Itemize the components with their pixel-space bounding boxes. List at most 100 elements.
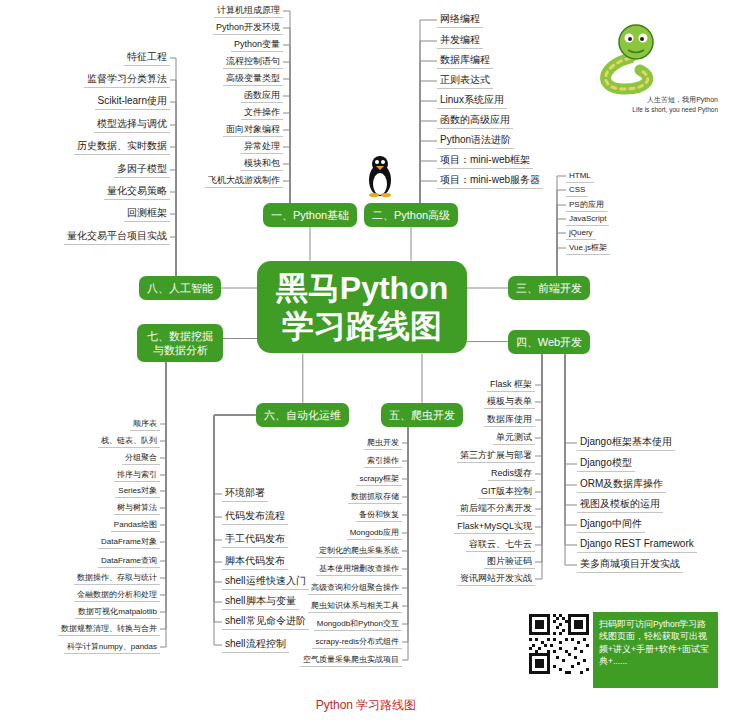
topic-leaf: 特征工程 [124,50,170,66]
node-text: 扫码即可访问Python学习路线图页面，轻松获取可出视频+讲义+手册+软件+面试… [599,618,712,667]
topic-leaf: 备份和恢复 [356,509,402,522]
node-text: shell常见命令进阶 [225,615,306,628]
topic-leaf: 监督学习分类算法 [84,72,170,88]
topic-leaf: 第三方扩展与部署 [457,449,535,463]
topic-leaf: 数据操作、存取与统计 [74,572,160,585]
topic-leaf: Django REST Framework [577,537,697,553]
topic-leaf: Django框架基本使用 [577,435,675,451]
node-text: HTML [569,171,591,181]
topic-leaf: 排序与索引 [114,469,160,482]
topic-leaf: 定制化的爬虫采集系统 [316,545,402,558]
qr-code [527,612,591,676]
connector [160,362,166,612]
connector [170,170,176,276]
connector [422,353,423,402]
connector [283,11,290,203]
connector [535,354,542,509]
topic-leaf: Scikit-learn使用 [95,94,170,110]
branch-box: 一、Python基础 [263,203,357,227]
topic-leaf: Series对象 [115,485,160,498]
topic-leaf: 模块和包 [241,157,283,171]
topic-leaf: Python语法进阶 [437,133,514,149]
topic-leaf: Flask 框架 [487,378,535,392]
node-text: shell运维快速入门 [225,575,306,588]
node-text: 爬虫开发 [367,438,399,448]
node-text: 黑马Python 学习路线图 [267,269,457,346]
topic-leaf: 美多商城项目开发实战 [577,557,683,573]
topic-leaf: 数据抓取存储 [348,491,402,504]
node-text: 模板与表单 [487,396,532,407]
node-text: 六、自动化运维 [264,408,341,422]
node-text: 数据可视化matpalotlib [78,607,157,617]
node-text: 模块和包 [244,158,280,169]
node-text: Redis缓存 [491,468,532,479]
node-text: 高级变量类型 [226,73,280,84]
topic-leaf: 基本使用增删改查操作 [316,563,402,576]
topic-leaf: 网络编程 [437,12,483,28]
topic-leaf: 索引操作 [364,455,402,468]
node-text: Django中间件 [580,518,642,531]
connector [535,354,542,545]
connector [160,362,166,525]
branch-box: 四、Web开发 [508,330,590,354]
snake-mouth [628,50,644,53]
connector [214,415,256,645]
connector [420,101,437,203]
node-text: 量化交易平台项目实战 [67,230,167,243]
node-text: 分组聚合 [125,453,157,463]
topic-leaf: 数据可视化matpalotlib [75,606,160,619]
topic-leaf: 函数的高级应用 [437,113,513,129]
connector [565,354,577,485]
topic-leaf: Python变量 [231,38,283,52]
node-text: 函数的高级应用 [440,114,510,127]
connector [565,354,577,443]
node-text: Python开发环境 [216,22,280,33]
snake-eye [639,34,648,43]
connector [223,338,257,339]
connector [420,181,437,203]
connector [160,362,166,424]
topic-leaf: 函数应用 [241,89,283,103]
topic-leaf: 高级变量类型 [223,72,283,86]
snake-pattern [606,58,648,89]
connector [411,227,412,261]
connector [557,233,566,276]
connector [402,427,408,569]
topic-leaf: Django模型 [577,456,635,472]
connector [170,80,176,276]
penguin-eye [381,160,385,164]
topic-leaf: 顺序表 [130,418,160,431]
connector [302,353,303,402]
connector [565,354,577,525]
qr-text-box: 扫码即可访问Python学习路线图页面，轻松获取可出视频+讲义+手册+软件+面试… [593,612,718,688]
branch-box: 六、自动化运维 [256,403,349,427]
node-text: CSS [569,185,585,195]
connector [402,427,408,624]
topic-leaf: scrapy框架 [356,473,402,486]
connector [160,362,166,441]
connector [402,427,408,479]
branch-box: 三、前端开发 [508,276,590,300]
node-text: 空气质量采集爬虫实战项目 [303,655,399,665]
connector [221,288,257,289]
connector [214,415,256,494]
node-text: 容联云、七牛云 [469,539,532,550]
connector [535,354,542,492]
connector [283,130,290,203]
penguin-foot [369,193,379,197]
connector [565,354,577,565]
connector [160,362,166,595]
penguin-beak [376,166,384,170]
topic-leaf: 面向对象编程 [223,123,283,137]
node-text: JavaScript [569,214,606,224]
topic-leaf: 单元测试 [493,431,535,445]
node-text: 监督学习分类算法 [87,73,167,86]
connector [535,354,542,579]
node-text: 基本使用增删改查操作 [319,564,399,574]
connector [420,61,437,203]
topic-leaf: DataFrame对象 [98,536,160,549]
node-text: 三、前端开发 [516,281,582,295]
branch-box: 五、爬虫开发 [381,403,463,427]
topic-leaf: 项目：mini-web框架 [437,153,533,169]
node-text: 栈、链表、队列 [101,436,157,446]
